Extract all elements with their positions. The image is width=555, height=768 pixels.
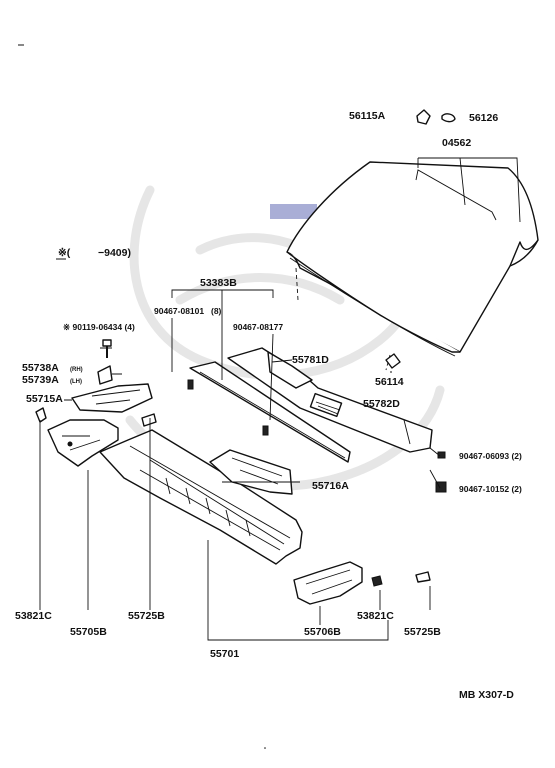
label-55725B-left: 55725B [128,610,165,622]
leader-53383B [171,289,274,298]
label-55782D: 55782D [363,398,400,410]
windshield-glass [286,161,539,357]
footer-code: MB X307-D [459,689,514,701]
clip-90467-08177-icon [262,425,269,436]
label-55738A: 55738A [22,362,59,374]
panel-55716A [209,449,293,495]
panel-55706B [293,561,363,605]
clip-56115A-icon [416,109,431,125]
bracket-55705B [47,419,119,467]
stray-dot [264,747,266,749]
leader-04562b [459,157,466,206]
label-04562: 04562 [442,137,471,149]
label-55705B: 55705B [70,626,107,638]
label-55701: 55701 [210,648,239,660]
note-range: −9409) [98,247,131,259]
label-56115A: 56115A [349,110,386,122]
note-symbol: ※( [58,247,71,259]
label-90467-08101: 90467-08101 [154,306,204,316]
bracket-55738A-icon [97,365,113,385]
label-90119-06434: ※ 90119-06434 (4) [63,322,135,332]
label-55716A: 55716A [312,480,349,492]
label-55715A: 55715A [26,393,63,405]
label-53821C-right: 53821C [357,610,394,622]
clip-55715A-icon [35,407,47,423]
label-90467-10152: 90467-10152 (2) [459,484,522,494]
pad-55725B-left [141,413,157,427]
leader-04562 [418,157,521,223]
label-90467-08177: 90467-08177 [233,322,283,332]
label-90467-06093: 90467-06093 (2) [459,451,522,461]
clip-56126-icon [441,113,456,123]
note: ※( −9409) [56,247,131,260]
clip-53821C-right-icon [371,575,383,587]
clip-90467-06093-icon [437,451,446,459]
label-53821C-left: 53821C [15,610,52,622]
dashed-guide-left [295,267,299,301]
label-55725B-right: 55725B [404,626,441,638]
label-55739A: 55739A [22,374,59,386]
clip-90467-08101-icon [187,379,194,390]
label-53383B: 53383B [200,277,237,289]
label-55781D: 55781D [292,354,329,366]
label-56126: 56126 [469,112,498,124]
leaders [39,347,441,641]
bolt-90119-icon [102,339,112,358]
label-55738A-suffix: (RH) [70,367,83,373]
pad-55725B-right [415,571,431,583]
highlight-box [270,204,317,219]
label-55706B: 55706B [304,626,341,638]
label-56114: 56114 [375,376,404,388]
cowl-panel-55701 [99,429,303,565]
label-90467-08101-qty: (8) [211,306,222,316]
brace-55715A [71,383,153,413]
label-55739A-suffix: (LH) [70,379,82,385]
clip-56114-icon [385,353,401,369]
